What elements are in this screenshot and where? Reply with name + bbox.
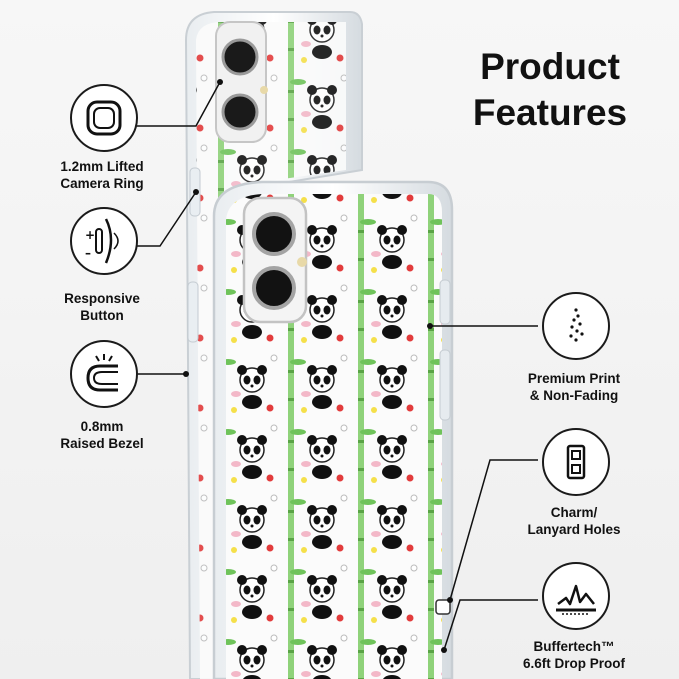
svg-text:+: + bbox=[85, 228, 95, 242]
title-line-2: Features bbox=[472, 92, 628, 133]
title-line-1: Product bbox=[480, 46, 620, 87]
back-camera-module bbox=[215, 21, 268, 143]
page-title: Product Features bbox=[440, 44, 660, 136]
camera-ring-label: 1.2mm Lifted Camera Ring bbox=[60, 159, 144, 191]
svg-text:–: – bbox=[85, 246, 91, 260]
camera-ring-icon bbox=[70, 84, 138, 152]
responsive-button-label: Responsive Button bbox=[64, 291, 140, 323]
drop-proof-icon bbox=[542, 562, 610, 630]
responsive-button-icon: + – bbox=[70, 207, 138, 275]
premium-print-label: Premium Print & Non-Fading bbox=[527, 371, 621, 403]
lanyard-holes-label: Charm/ Lanyard Holes bbox=[527, 505, 621, 537]
drop-proof-label: Buffertech™ 6.6ft Drop Proof bbox=[522, 639, 625, 671]
front-phone-case bbox=[212, 180, 454, 679]
raised-bezel-label: 0.8mm Raised Bezel bbox=[60, 419, 144, 451]
premium-print-icon bbox=[542, 292, 610, 360]
front-camera-module bbox=[242, 196, 308, 324]
connector-lines bbox=[134, 81, 538, 651]
lanyard-holes-icon bbox=[542, 428, 610, 496]
raised-bezel-icon bbox=[70, 340, 138, 408]
